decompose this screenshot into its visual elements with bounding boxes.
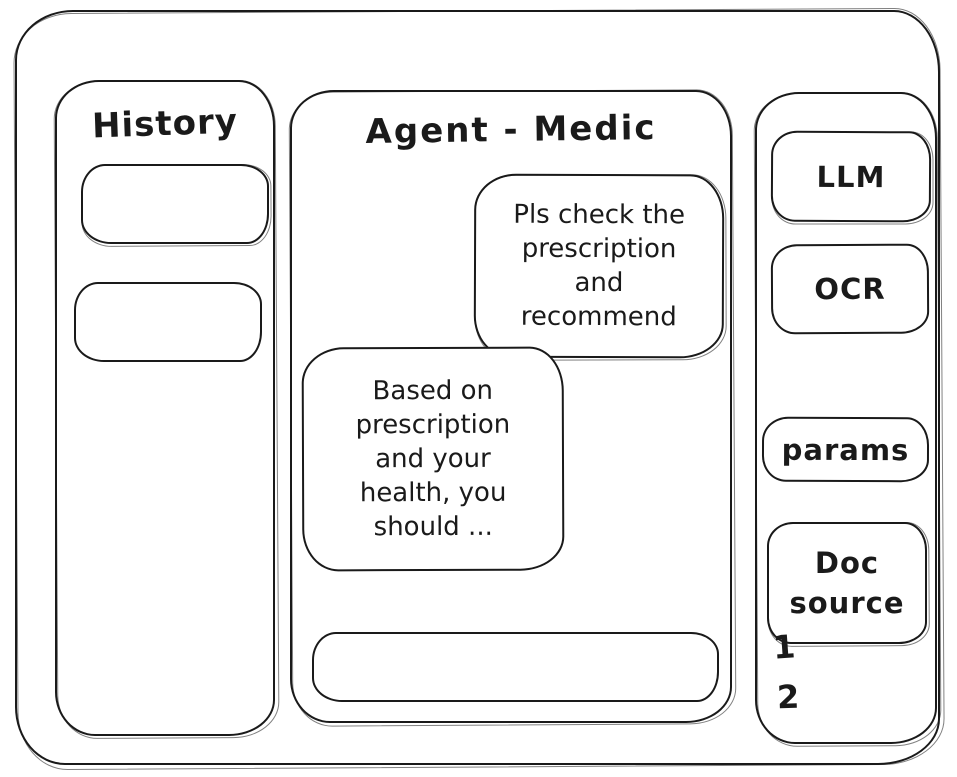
history-item[interactable] bbox=[74, 282, 262, 362]
message-input[interactable] bbox=[312, 632, 719, 702]
history-panel: History bbox=[55, 80, 275, 736]
history-item[interactable] bbox=[81, 164, 269, 244]
params-button[interactable]: params bbox=[761, 416, 930, 483]
assistant-message-bubble: Based on prescription and your health, y… bbox=[301, 346, 565, 572]
app-frame: History Agent - Medic Pls check the pres… bbox=[15, 10, 940, 765]
chat-title: Agent - Medic bbox=[365, 107, 657, 153]
doc-source-item-2[interactable]: 2 bbox=[776, 677, 800, 717]
tools-panel: LLM OCR params Doc source 1 2 bbox=[755, 92, 937, 744]
history-title: History bbox=[91, 101, 239, 147]
ocr-button[interactable]: OCR bbox=[770, 243, 930, 335]
user-message-bubble: Pls check the prescription and recommend bbox=[473, 173, 725, 359]
doc-source-button[interactable]: Doc source bbox=[767, 522, 927, 644]
llm-button[interactable]: LLM bbox=[770, 130, 932, 223]
doc-source-item-1[interactable]: 1 bbox=[771, 627, 797, 667]
chat-panel: Agent - Medic Pls check the prescription… bbox=[290, 90, 732, 723]
